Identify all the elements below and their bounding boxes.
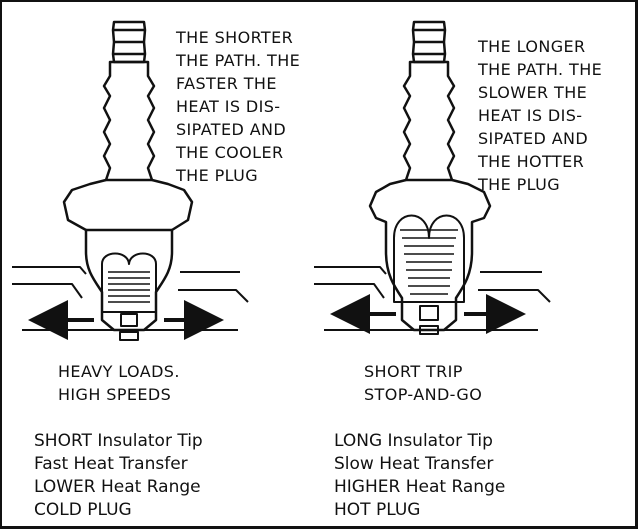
left-description-line: THE PLUG bbox=[176, 166, 259, 185]
left-description-line: FASTER THE bbox=[176, 74, 277, 93]
hot-spark-plug-icon bbox=[314, 20, 551, 335]
left-summary: SHORT Insulator Tip Fast Heat Transfer L… bbox=[34, 430, 203, 522]
right-description-line: THE PATH. THE bbox=[478, 60, 603, 79]
right-description-line: THE LONGER bbox=[478, 37, 586, 56]
right-summary-line: LONG Insulator Tip bbox=[334, 431, 493, 451]
right-summary: LONG Insulator Tip Slow Heat Transfer HI… bbox=[334, 430, 505, 522]
left-summary-line: SHORT Insulator Tip bbox=[34, 431, 203, 451]
left-summary-line: COLD PLUG bbox=[34, 500, 132, 520]
right-use-line: STOP-AND-GO bbox=[364, 385, 483, 404]
left-use-line: HIGH SPEEDS bbox=[58, 385, 172, 404]
right-description-line: THE HOTTER bbox=[478, 152, 585, 171]
left-summary-line: LOWER Heat Range bbox=[34, 477, 201, 497]
right-use-line: SHORT TRIP bbox=[364, 362, 463, 381]
right-use-case: SHORT TRIP STOP-AND-GO bbox=[364, 360, 482, 406]
left-use-case: HEAVY LOADS. HIGH SPEEDS bbox=[58, 360, 180, 406]
left-description: THE SHORTER THE PATH. THE FASTER THE HEA… bbox=[176, 26, 300, 187]
right-summary-line: HIGHER Heat Range bbox=[334, 477, 506, 497]
right-description-line: SIPATED AND bbox=[478, 129, 589, 148]
left-description-line: THE SHORTER bbox=[176, 28, 294, 47]
left-description-line: SIPATED AND bbox=[176, 120, 287, 139]
right-description-line: SLOWER THE bbox=[478, 83, 588, 102]
right-description: THE LONGER THE PATH. THE SLOWER THE HEAT… bbox=[478, 35, 602, 196]
left-summary-line: Fast Heat Transfer bbox=[34, 454, 188, 474]
left-use-line: HEAVY LOADS. bbox=[58, 362, 180, 381]
right-description-line: THE PLUG bbox=[478, 175, 561, 194]
left-description-line: HEAT IS DIS- bbox=[176, 97, 281, 116]
right-description-line: HEAT IS DIS- bbox=[478, 106, 583, 125]
left-description-line: THE COOLER bbox=[176, 143, 284, 162]
right-summary-line: HOT PLUG bbox=[334, 500, 421, 520]
right-summary-line: Slow Heat Transfer bbox=[334, 454, 494, 474]
left-description-line: THE PATH. THE bbox=[176, 51, 301, 70]
